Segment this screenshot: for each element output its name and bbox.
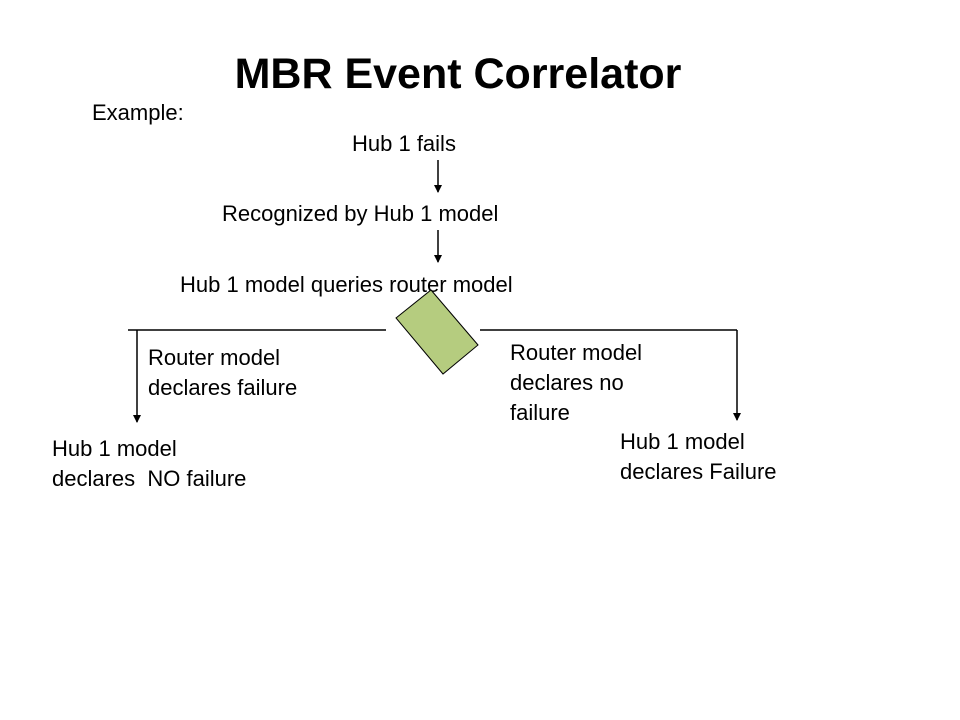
decision-diamond (395, 289, 479, 375)
left-branch-condition: Router model declares failure (148, 343, 297, 403)
right-condition-line-2: declares no (510, 370, 624, 395)
right-outcome-line-2: declares Failure (620, 459, 777, 484)
left-branch-outcome: Hub 1 model declares NO failure (52, 434, 246, 494)
right-outcome-line-1: Hub 1 model (620, 429, 745, 454)
right-condition-line-3: failure (510, 400, 570, 425)
left-condition-line-1: Router model (148, 345, 281, 370)
flow-step-hub-fails: Hub 1 fails (352, 131, 456, 156)
right-branch-condition: Router model declares no failure (510, 338, 642, 428)
example-label: Example: (92, 100, 184, 125)
left-outcome-line-2: declares NO failure (52, 466, 247, 491)
right-condition-line-1: Router model (510, 340, 643, 365)
slide-title: MBR Event Correlator (234, 50, 682, 98)
flow-step-recognized: Recognized by Hub 1 model (222, 201, 499, 226)
left-condition-line-2: declares failure (148, 375, 298, 400)
left-outcome-line-1: Hub 1 model (52, 436, 177, 461)
flow-step-queries-router: Hub 1 model queries router model (180, 272, 513, 297)
right-branch-outcome: Hub 1 model declares Failure (620, 427, 777, 487)
